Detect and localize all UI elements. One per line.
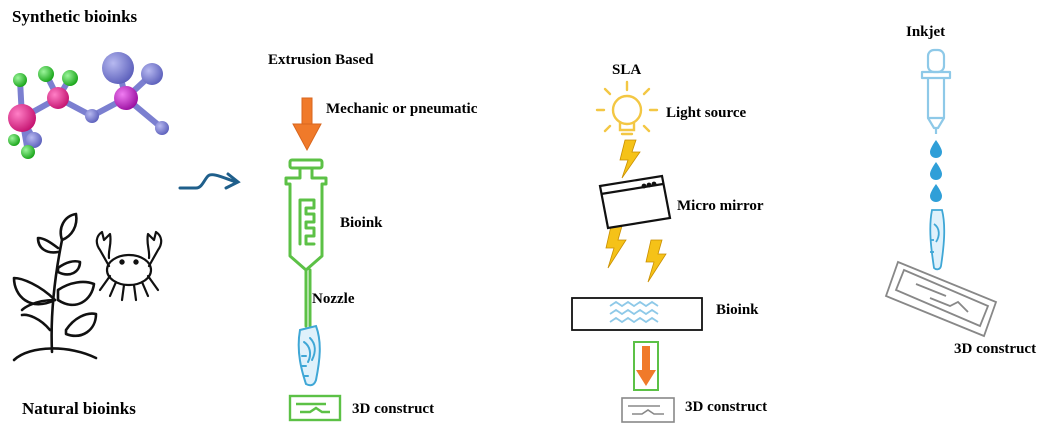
extrusion-title: Extrusion Based [268, 52, 374, 68]
inkjet-construct-icon [884, 260, 998, 338]
sla-down-arrow [633, 341, 659, 391]
synthetic-bioinks-label: Synthetic bioinks [12, 7, 138, 26]
sla-construct-label: 3D construct [685, 399, 768, 415]
inkjet-deposit-icon [929, 209, 946, 271]
nozzle-deposit-icon [297, 324, 321, 387]
crab-icon [95, 230, 163, 302]
light-bulb-icon [595, 80, 659, 136]
lightning-bolt-icon [605, 139, 667, 283]
sla-construct-icon [621, 397, 675, 423]
curved-arrow-icon [178, 172, 241, 190]
nozzle-label: Nozzle [312, 291, 355, 307]
sla-title: SLA [612, 62, 642, 78]
micro-mirror-window-icon [598, 174, 672, 230]
light-source-label: Light source [666, 105, 747, 121]
syringe-icon [284, 158, 328, 328]
plant-sprout-icon [12, 212, 98, 362]
inkjet-construct-label: 3D construct [954, 341, 1037, 357]
molecule-icon [8, 52, 169, 159]
extrusion-bioink-label: Bioink [340, 215, 383, 231]
dropper-icon [920, 48, 952, 134]
extrusion-construct-icon [288, 394, 342, 422]
extrusion-arrow [292, 97, 322, 152]
inkjet-title: Inkjet [906, 24, 946, 40]
droplet-icon [930, 140, 942, 202]
mechanic-label: Mechanic or pneumatic [326, 101, 478, 117]
extrusion-construct-label: 3D construct [352, 401, 435, 417]
natural-bioinks-label: Natural bioinks [22, 399, 136, 418]
micro-mirror-label: Micro mirror [677, 198, 764, 214]
sla-bioink-label: Bioink [716, 302, 759, 318]
sla-vat-icon [571, 297, 703, 331]
